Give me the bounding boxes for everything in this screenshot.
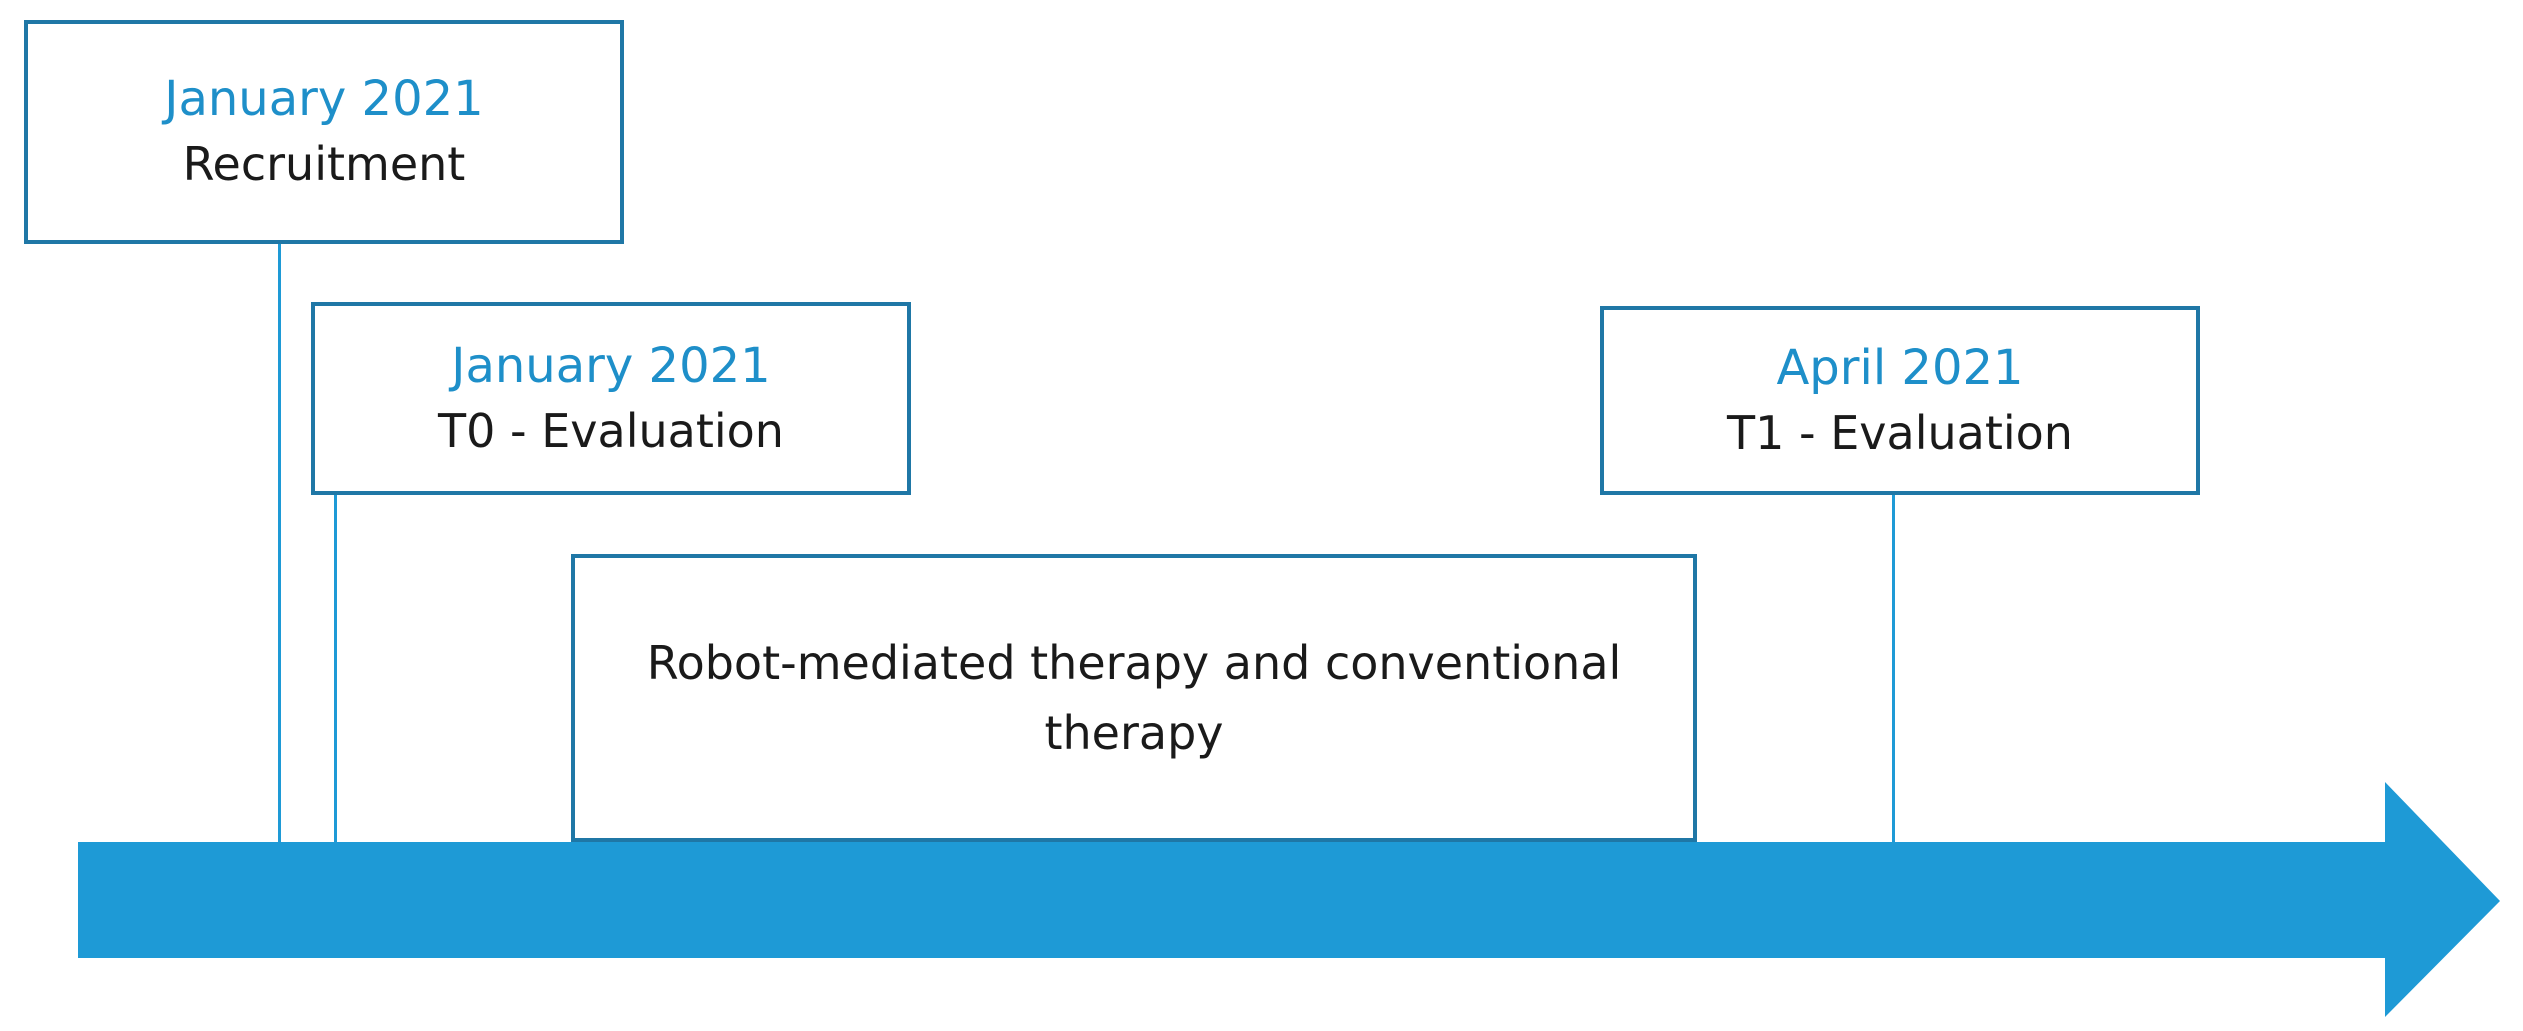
t0-label: T0 - Evaluation — [438, 403, 784, 458]
t1-connector — [1892, 495, 1895, 842]
timeline-arrow-shape — [78, 782, 2500, 1017]
t0-evaluation-box: January 2021 T0 - Evaluation — [311, 302, 911, 495]
recruitment-connector — [278, 242, 281, 842]
t1-date: April 2021 — [1776, 339, 2024, 396]
t0-date: January 2021 — [451, 337, 771, 394]
t1-evaluation-box: April 2021 T1 - Evaluation — [1600, 306, 2200, 495]
recruitment-date: January 2021 — [164, 71, 484, 127]
recruitment-label: Recruitment — [182, 137, 466, 191]
therapy-box: Robot-mediated therapy and conventional … — [571, 554, 1697, 842]
t0-connector — [334, 495, 337, 842]
recruitment-box: January 2021 Recruitment — [24, 20, 624, 244]
t1-label: T1 - Evaluation — [1727, 405, 2073, 460]
therapy-label: Robot-mediated therapy and conventional … — [646, 636, 1622, 760]
